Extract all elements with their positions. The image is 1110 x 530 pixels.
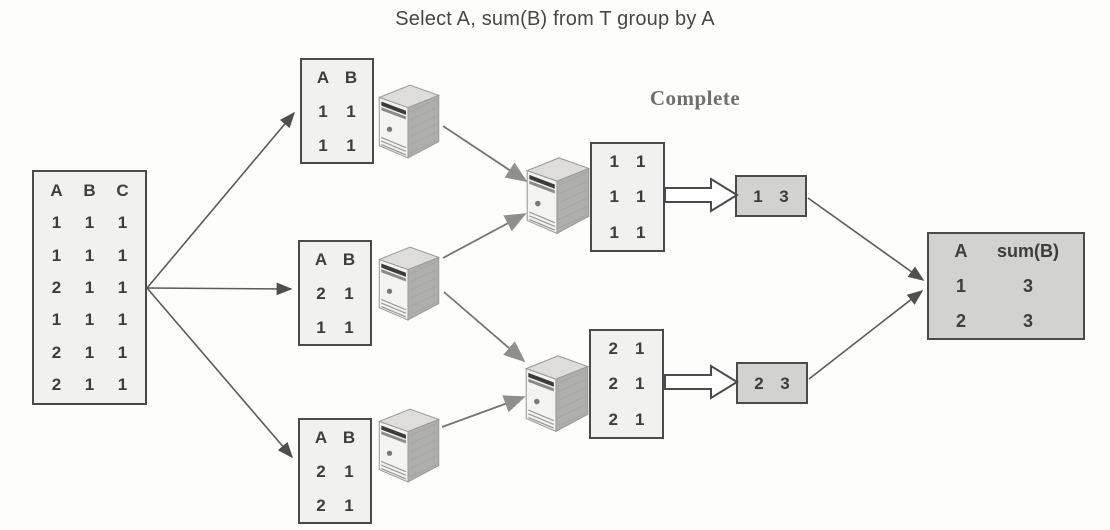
col-header: C xyxy=(116,180,129,200)
cell: 2 xyxy=(608,339,618,359)
col-header: B xyxy=(83,180,96,200)
cell: 1 xyxy=(84,375,95,395)
cell: 2 xyxy=(51,277,62,297)
server-icon xyxy=(524,152,592,236)
col-header: B xyxy=(344,67,358,87)
partition-table-2: A B 2 1 1 1 xyxy=(298,240,372,346)
cell: 1 xyxy=(344,495,354,515)
cell: 2 xyxy=(51,342,62,362)
arrow-server2-to-agg1 xyxy=(442,213,527,259)
cell: 1 xyxy=(635,409,645,429)
col-header: A xyxy=(954,241,968,262)
cell: 2 xyxy=(754,373,764,393)
cell: 1 xyxy=(84,342,95,362)
cell: 3 xyxy=(1022,275,1033,296)
server-icon xyxy=(376,404,442,484)
cell: 1 xyxy=(344,283,354,303)
partition-table-3: A B 2 1 2 1 xyxy=(298,418,372,524)
col-header: B xyxy=(342,427,356,447)
cell: 1 xyxy=(753,186,763,206)
arrow-partial1-to-result xyxy=(807,197,925,281)
cell: 1 xyxy=(346,101,356,121)
cell: 1 xyxy=(636,152,646,172)
cell: 1 xyxy=(51,310,62,330)
arrow-server1-to-agg1 xyxy=(442,125,528,182)
server-icon xyxy=(376,80,442,160)
partial-result-box-1: 1 3 xyxy=(735,175,807,217)
shuffled-table-1: 1 1 1 1 1 1 xyxy=(590,142,665,252)
col-header: A xyxy=(50,180,63,200)
cell: 1 xyxy=(635,374,645,394)
cell: 1 xyxy=(117,213,128,233)
arrow-server3-to-agg2 xyxy=(441,395,526,428)
cell: 1 xyxy=(636,222,646,242)
cell: 1 xyxy=(84,277,95,297)
query-title: Select A, sum(B) from T group by A xyxy=(395,8,715,30)
col-header: A xyxy=(314,249,328,269)
cell: 1 xyxy=(609,152,619,172)
cell: 1 xyxy=(318,101,328,121)
cell: 3 xyxy=(1022,310,1033,331)
cell: 2 xyxy=(316,495,326,515)
cell: 1 xyxy=(955,275,966,296)
cell: 1 xyxy=(318,135,328,155)
arrow-server2-to-agg2 xyxy=(443,291,526,363)
cell: 1 xyxy=(117,245,128,265)
cell: 1 xyxy=(344,461,354,481)
complete-label: Complete xyxy=(649,86,741,110)
cell: 2 xyxy=(608,409,618,429)
partial-result-box-2: 2 3 xyxy=(736,362,808,404)
arrow-source-to-partition-1 xyxy=(146,111,296,289)
cell: 1 xyxy=(117,277,128,297)
cell: 2 xyxy=(316,461,326,481)
server-icon xyxy=(523,350,591,434)
cell: 1 xyxy=(84,213,95,233)
shuffled-table-2: 2 1 2 1 2 1 xyxy=(589,329,664,439)
cell: 1 xyxy=(117,342,128,362)
source-table: A B C 1 1 1 1 1 1 2 1 1 1 1 1 2 1 1 2 1 … xyxy=(32,170,147,405)
cell: 2 xyxy=(955,310,966,331)
cell: 1 xyxy=(51,213,62,233)
cell: 1 xyxy=(117,310,128,330)
block-arrow-to-partial-1 xyxy=(664,177,739,213)
cell: 1 xyxy=(84,310,95,330)
cell: 2 xyxy=(608,374,618,394)
block-arrow-to-partial-2 xyxy=(664,364,739,400)
cell: 3 xyxy=(780,373,790,393)
arrow-source-to-partition-3 xyxy=(146,287,294,459)
arrow-source-to-partition-2 xyxy=(146,282,293,296)
arrow-partial2-to-result xyxy=(808,290,924,380)
cell: 1 xyxy=(346,135,356,155)
col-header: B xyxy=(342,249,356,269)
cell: 3 xyxy=(779,186,789,206)
cell: 1 xyxy=(117,375,128,395)
col-header: sum(B) xyxy=(997,241,1059,262)
result-table: A sum(B) 1 3 2 3 xyxy=(927,232,1085,340)
cell: 2 xyxy=(51,375,62,395)
cell: 1 xyxy=(51,245,62,265)
cell: 1 xyxy=(636,187,646,207)
cell: 1 xyxy=(316,317,326,337)
partition-table-1: A B 1 1 1 1 xyxy=(300,58,374,164)
cell: 1 xyxy=(609,187,619,207)
server-icon xyxy=(376,242,442,322)
cell: 2 xyxy=(316,283,326,303)
cell: 1 xyxy=(609,222,619,242)
col-header: A xyxy=(316,67,330,87)
cell: 1 xyxy=(84,245,95,265)
cell: 1 xyxy=(635,339,645,359)
col-header: A xyxy=(314,427,328,447)
cell: 1 xyxy=(344,317,354,337)
